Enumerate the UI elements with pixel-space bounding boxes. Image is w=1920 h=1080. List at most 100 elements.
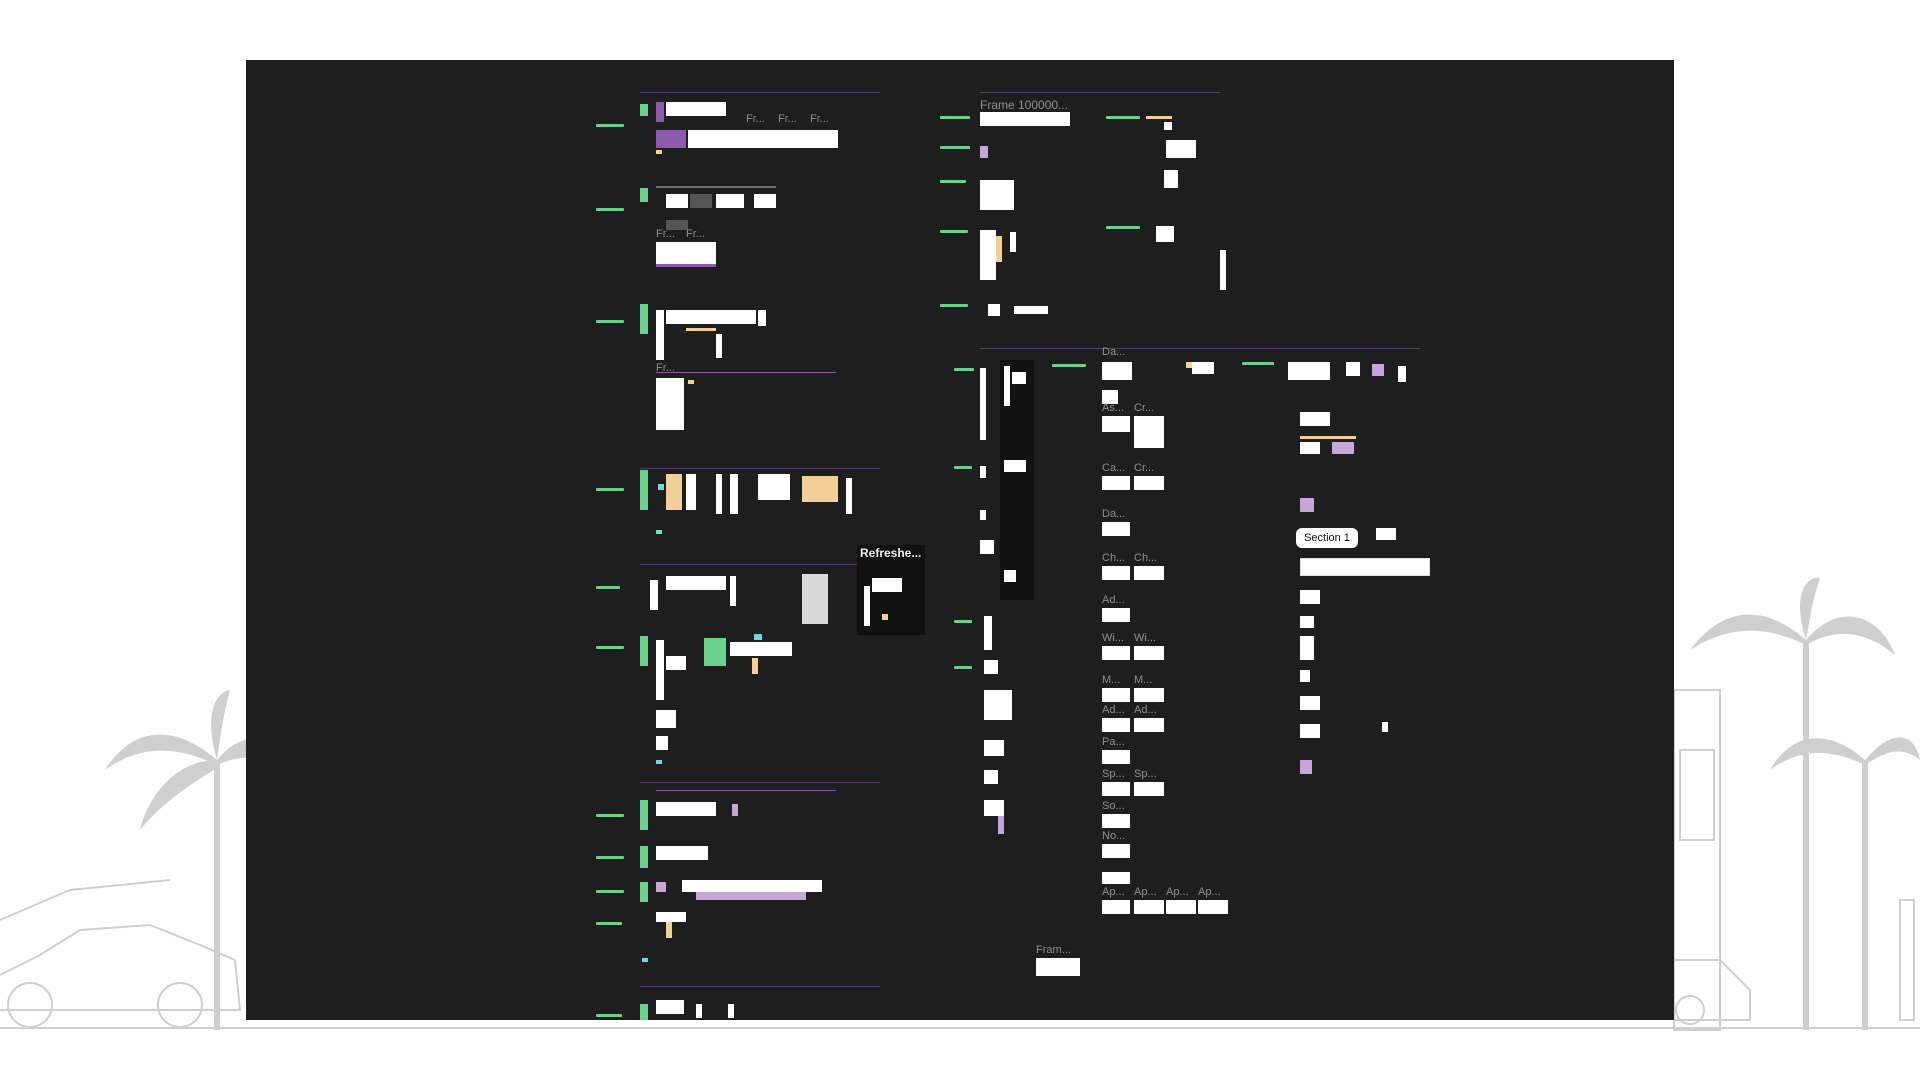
flow-label[interactable] bbox=[1106, 226, 1140, 229]
frame-thumbnail[interactable] bbox=[980, 180, 1014, 210]
frame-thumbnail[interactable] bbox=[1102, 608, 1130, 622]
frame-thumbnail[interactable] bbox=[656, 846, 708, 860]
frame-thumbnail[interactable] bbox=[666, 102, 726, 116]
frame-thumbnail[interactable] bbox=[640, 1004, 648, 1020]
frame-thumbnail[interactable] bbox=[980, 230, 996, 280]
frame-thumbnail[interactable] bbox=[980, 466, 986, 478]
frame-thumbnail[interactable] bbox=[846, 478, 852, 514]
sticky-note[interactable] bbox=[666, 474, 682, 510]
flow-label[interactable] bbox=[596, 208, 624, 211]
flow-label[interactable] bbox=[954, 620, 972, 623]
frame-thumbnail[interactable] bbox=[1382, 722, 1388, 732]
flow-label[interactable] bbox=[940, 304, 968, 307]
frame-thumbnail[interactable] bbox=[656, 1000, 684, 1014]
frame-thumbnail[interactable] bbox=[1102, 646, 1130, 660]
frame-thumbnail[interactable] bbox=[864, 586, 870, 626]
frame-thumbnail[interactable] bbox=[704, 638, 726, 666]
flow-label[interactable] bbox=[596, 922, 622, 925]
frame-thumbnail[interactable] bbox=[640, 104, 648, 116]
frame-thumbnail[interactable] bbox=[1164, 170, 1178, 188]
frame-thumbnail[interactable] bbox=[872, 578, 902, 592]
frame-thumbnail[interactable] bbox=[980, 112, 1070, 126]
frame-thumbnail[interactable] bbox=[1198, 900, 1228, 914]
frame-thumbnail[interactable] bbox=[666, 194, 688, 208]
frame-thumbnail[interactable] bbox=[640, 800, 648, 830]
frame-thumbnail[interactable] bbox=[716, 194, 744, 208]
frame-thumbnail[interactable] bbox=[1102, 566, 1130, 580]
frame-thumbnail[interactable] bbox=[656, 378, 684, 430]
frame-thumbnail[interactable] bbox=[758, 474, 790, 500]
frame-thumbnail[interactable] bbox=[640, 188, 648, 202]
frame-thumbnail[interactable] bbox=[1288, 362, 1330, 380]
frame-thumbnail[interactable] bbox=[1102, 718, 1130, 732]
frame-thumbnail[interactable] bbox=[1102, 782, 1130, 796]
frame-thumbnail[interactable] bbox=[754, 634, 762, 640]
frame-thumbnail[interactable] bbox=[666, 310, 756, 324]
frame-thumbnail[interactable] bbox=[1102, 362, 1132, 380]
flow-label[interactable] bbox=[1106, 116, 1140, 119]
frame-thumbnail[interactable] bbox=[642, 958, 648, 962]
frame-thumbnail[interactable] bbox=[1134, 782, 1164, 796]
frame-thumbnail[interactable] bbox=[1004, 570, 1016, 582]
frame-thumbnail[interactable] bbox=[1010, 232, 1016, 252]
frame-thumbnail[interactable] bbox=[984, 690, 1012, 720]
frame-thumbnail[interactable] bbox=[666, 576, 726, 590]
frame-thumbnail[interactable] bbox=[1300, 670, 1310, 682]
frame-thumbnail[interactable] bbox=[980, 540, 994, 554]
frame-thumbnail[interactable] bbox=[802, 574, 828, 624]
frame-thumbnail[interactable] bbox=[1300, 558, 1430, 576]
frame-thumbnail[interactable] bbox=[1134, 900, 1164, 914]
frame-thumbnail[interactable] bbox=[1102, 522, 1130, 536]
frame-thumbnail[interactable] bbox=[640, 846, 648, 868]
frame-thumbnail[interactable] bbox=[1134, 476, 1164, 490]
frame-thumbnail[interactable] bbox=[728, 1004, 734, 1018]
frame-thumbnail[interactable] bbox=[658, 484, 664, 490]
frame-thumbnail[interactable] bbox=[1012, 372, 1026, 384]
frame-thumbnail[interactable] bbox=[686, 474, 696, 510]
frame-thumbnail[interactable] bbox=[1300, 724, 1320, 738]
frame-thumbnail[interactable] bbox=[650, 580, 658, 610]
flow-label[interactable] bbox=[596, 646, 624, 649]
flow-label[interactable] bbox=[596, 124, 624, 127]
frame-thumbnail[interactable] bbox=[1134, 646, 1164, 660]
frame-thumbnail[interactable] bbox=[656, 912, 686, 922]
flow-label[interactable] bbox=[596, 1014, 622, 1017]
sticky-note[interactable] bbox=[688, 380, 694, 384]
frame-thumbnail[interactable] bbox=[1220, 250, 1226, 290]
frame-thumbnail[interactable] bbox=[1102, 688, 1130, 702]
frame-thumbnail[interactable] bbox=[758, 310, 766, 326]
frame-thumbnail[interactable] bbox=[716, 334, 722, 358]
frame-thumbnail[interactable] bbox=[656, 760, 662, 764]
frame-thumbnail[interactable] bbox=[1300, 412, 1330, 426]
frame-thumbnail[interactable] bbox=[1134, 416, 1164, 448]
frame-thumbnail[interactable] bbox=[1102, 900, 1130, 914]
frame-thumbnail[interactable] bbox=[980, 368, 986, 440]
frame-thumbnail[interactable] bbox=[656, 102, 664, 122]
frame-thumbnail[interactable] bbox=[1300, 590, 1320, 604]
frame-thumbnail[interactable] bbox=[730, 642, 792, 656]
sticky-note[interactable] bbox=[1300, 436, 1356, 439]
frame-thumbnail[interactable] bbox=[1134, 566, 1164, 580]
frame-thumbnail[interactable] bbox=[1300, 442, 1320, 454]
frame-thumbnail[interactable] bbox=[1300, 696, 1320, 710]
frame-thumbnail[interactable] bbox=[730, 576, 736, 606]
frame-thumbnail[interactable] bbox=[656, 736, 668, 750]
frame-thumbnail[interactable] bbox=[640, 882, 648, 902]
frame-thumbnail[interactable] bbox=[984, 800, 1004, 816]
sticky-note[interactable] bbox=[752, 658, 758, 674]
frame-thumbnail[interactable] bbox=[656, 130, 686, 148]
frame-thumbnail[interactable] bbox=[1102, 416, 1130, 432]
frame-thumbnail[interactable] bbox=[1376, 528, 1396, 540]
flow-label[interactable] bbox=[954, 466, 972, 469]
sticky-note[interactable] bbox=[1186, 362, 1192, 368]
sticky-note[interactable] bbox=[656, 150, 662, 154]
flow-label[interactable] bbox=[1242, 362, 1274, 365]
frame-thumbnail[interactable] bbox=[1102, 814, 1130, 828]
refreshed-frame-title[interactable]: Refreshe... bbox=[860, 546, 922, 560]
frame-thumbnail[interactable] bbox=[984, 616, 992, 650]
flow-label[interactable] bbox=[596, 856, 624, 859]
frame-thumbnail[interactable] bbox=[984, 770, 998, 784]
frame-thumbnail[interactable] bbox=[656, 710, 676, 728]
sticky-note[interactable] bbox=[996, 236, 1002, 262]
frame-thumbnail[interactable] bbox=[1300, 498, 1314, 512]
